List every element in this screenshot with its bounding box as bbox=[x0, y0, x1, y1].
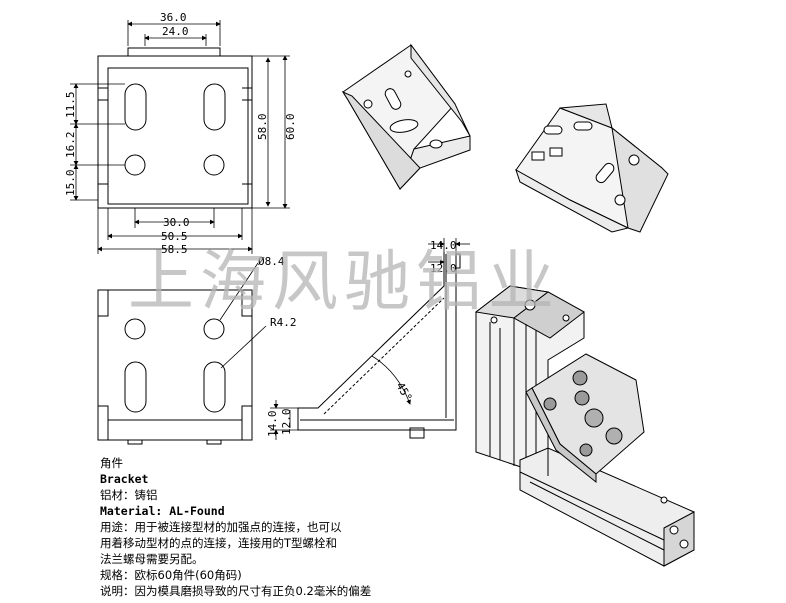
bottom-view bbox=[97, 289, 253, 445]
slot-lower-right bbox=[203, 361, 226, 413]
dim-slot-gap: 16.2 bbox=[64, 132, 77, 159]
watermark: 上海风驰铝业 bbox=[128, 243, 560, 320]
bolt-4 bbox=[584, 408, 604, 428]
dim-top-width-outer: 36.0 bbox=[160, 11, 187, 24]
note-usage-3: 法兰螺母需要另配。 bbox=[100, 552, 204, 566]
slot-lower-left bbox=[124, 361, 147, 413]
top-view-dim-labels: 36.0 24.0 58.0 60.0 11.5 16.2 15.0 30.0 … bbox=[64, 11, 297, 256]
note-material-cn: 铝材：铸铝 bbox=[100, 488, 158, 502]
dim-width-mid: 50.5 bbox=[161, 230, 188, 243]
dim-angle: 45° bbox=[393, 380, 414, 404]
top-view-outer bbox=[97, 55, 253, 209]
bottom-view-leaders bbox=[219, 262, 267, 369]
dim-hole-spacing: 30.0 bbox=[163, 216, 190, 229]
bolt-3 bbox=[543, 397, 557, 411]
bottom-view-outer bbox=[97, 289, 253, 441]
dim-side-top-outer: 14.0 bbox=[430, 239, 457, 252]
bolt-6 bbox=[579, 443, 593, 457]
slot-upper-left bbox=[124, 83, 147, 131]
hole-right bbox=[203, 154, 225, 176]
top-view bbox=[97, 47, 253, 209]
dim-side-top-inner: 12.0 bbox=[430, 262, 457, 275]
note-tolerance: 说明：因为模具磨损导致的尺寸有正负0.2毫米的偏差 bbox=[100, 584, 372, 598]
iso-bracket-back bbox=[515, 103, 669, 233]
top-view-inner bbox=[107, 67, 249, 205]
description-notes: 角件 Bracket 铝材：铸铝 Material: AL-Found 用途：用… bbox=[100, 455, 480, 599]
iso-bracket-front bbox=[341, 43, 471, 191]
dim-side-left-outer: 14.0 bbox=[266, 411, 279, 438]
dim-side-left-inner: 12.0 bbox=[280, 409, 293, 436]
assembly-illustration bbox=[474, 285, 695, 567]
dim-top-width-inner: 24.0 bbox=[162, 25, 189, 38]
note-spec: 规格：欧标60角件(60角码) bbox=[100, 568, 242, 582]
note-material-en: Material: AL-Found bbox=[100, 504, 225, 518]
hole-lower-right bbox=[203, 318, 225, 340]
dim-hole-offset: 15.0 bbox=[64, 170, 77, 197]
note-part-name-cn: 角件 bbox=[100, 456, 123, 470]
note-part-name-en: Bracket bbox=[100, 472, 149, 486]
bolt-1 bbox=[572, 370, 588, 386]
bolt-2 bbox=[574, 390, 590, 406]
slot-upper-right bbox=[203, 83, 226, 131]
dim-height-inner: 58.0 bbox=[256, 114, 269, 141]
dim-height-outer: 60.0 bbox=[284, 114, 297, 141]
side-view-dimensions bbox=[270, 238, 470, 440]
dim-radius: R4.2 bbox=[270, 316, 297, 329]
top-view-tab bbox=[127, 47, 221, 57]
note-usage-1: 用途：用于被连接型材的加强点的连接，也可以 bbox=[100, 520, 342, 534]
dim-width-outer: 58.5 bbox=[161, 243, 188, 256]
dim-hole-dia: Ø8.4 bbox=[258, 255, 285, 268]
bolt-5 bbox=[605, 427, 623, 445]
dim-slot-len: 11.5 bbox=[64, 92, 77, 119]
hole-left bbox=[124, 154, 146, 176]
top-view-dimensions bbox=[70, 20, 290, 254]
note-usage-2: 用着移动型材的点的连接，连接用的T型螺栓和 bbox=[100, 536, 338, 550]
hole-lower-left bbox=[124, 318, 146, 340]
